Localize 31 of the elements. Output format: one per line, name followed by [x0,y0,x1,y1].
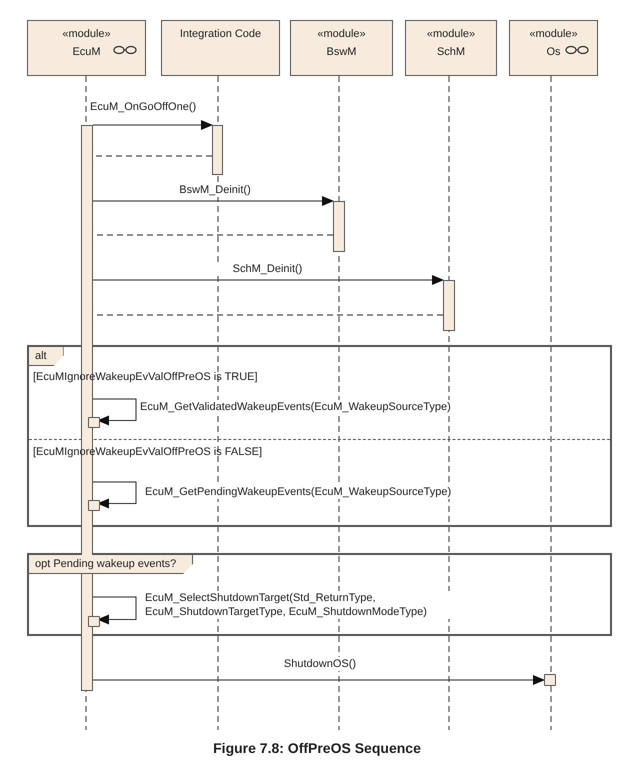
message-arrow [92,596,136,624]
stereotype-label: «module» [62,27,111,42]
stereotype-label: «module» [426,27,476,42]
lifeline-header-box [509,20,598,76]
lifeline-name: SchM [436,45,466,60]
lifeline-name: Os [546,45,561,60]
activation-bar [212,125,223,175]
activation-bar [333,201,345,252]
message-arrow [92,675,545,685]
stereotype-label: «module» [529,27,578,42]
activation-box [544,674,556,686]
lifeline-name: Integration Code [180,27,262,42]
activation-box [88,417,100,428]
lifeline-name: EcuM [72,45,101,60]
activation-box [88,616,100,627]
activation-bar [443,280,455,331]
activation-box [88,500,100,511]
message-arrow [92,275,444,285]
fragment-tab: opt Pending wakeup events? [29,555,194,574]
lifeline-header-box [290,20,393,76]
figure-caption: Figure 7.8: OffPreOS Sequence [212,739,422,758]
message-arrow [92,196,334,206]
lifeline-name: BswM [326,45,356,60]
fragment-tab: alt [29,347,64,366]
lifeline-header-box [405,20,497,76]
stereotype-label: «module» [317,27,366,42]
message-arrow [92,398,136,426]
lifeline-header-box [161,20,280,76]
message-arrow [92,482,136,508]
lifeline-header-box [27,20,146,76]
message-arrow [92,120,213,130]
